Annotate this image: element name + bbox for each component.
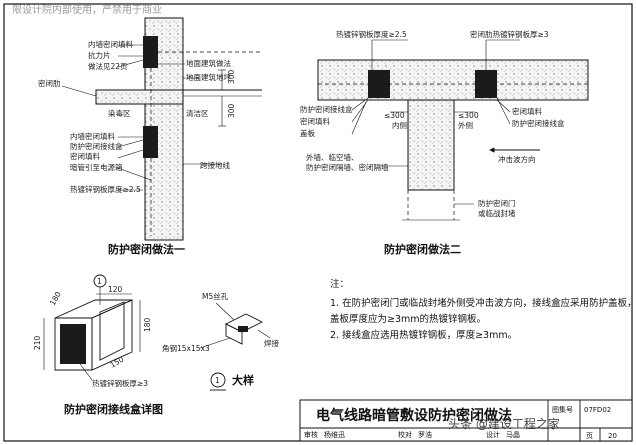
protective-box-upper xyxy=(143,36,158,68)
label-seal-plate: 内墙密闭填料 xyxy=(88,39,133,49)
drawing-title: 电气线路暗管敷设防护密闭做法 xyxy=(316,407,512,424)
caption-detail: 大样 xyxy=(232,373,254,387)
detail-4: M5丝孔 角钢15x15x3 焊接 1 大样 xyxy=(162,291,279,391)
label-anchor: 抗力片 xyxy=(88,50,111,60)
label-plate-note: 热镀锌钢板厚≥3 xyxy=(92,378,148,388)
label-sealing-steel: 密闭肋热镀锌钢板厚≥3 xyxy=(470,29,549,39)
label-floor-finish: 地面建筑做法 xyxy=(186,58,231,68)
label-floor-layer: 地面建筑地坪 xyxy=(186,72,231,82)
box-left-2 xyxy=(368,70,390,98)
label-weld: 焊接 xyxy=(264,338,279,348)
row-name-review: 杨维迅 xyxy=(324,430,345,439)
title-block: 电气线路暗管敷设防护密闭做法 图集号 07FD02 审核 杨维迅 校对 罗浩 设… xyxy=(299,399,633,442)
atlas-label: 图集号 xyxy=(552,405,573,414)
caption-method-2: 防护密闭做法二 xyxy=(384,242,461,256)
label-shock-direction: 冲击波方向 xyxy=(498,154,536,164)
dim-300-upper: 300 xyxy=(227,69,236,84)
label-angle: 角钢15x15x3 xyxy=(162,343,210,353)
dim-left-2: ≤300 xyxy=(384,111,405,120)
page-number: 20 xyxy=(608,432,617,440)
atlas-number: 07FD02 xyxy=(584,406,611,414)
label-steel-top-left: 热镀锌钢板厚度≥2.5 xyxy=(336,29,407,39)
row-name-check: 罗浩 xyxy=(418,430,432,439)
detail-3: 1 120 180 210 180 150 热镀锌钢板厚≥3 防护密闭接线盒详图 xyxy=(33,274,163,416)
detail-1: 300 300 内墙密闭填料 抗力片 做法见22页 密闭肋 地面建筑做法 地面建… xyxy=(38,17,262,256)
row-name-design: 马晶 xyxy=(506,431,520,439)
ceiling-slab-2 xyxy=(317,59,589,101)
protective-box-lower xyxy=(143,126,158,158)
box-plate xyxy=(60,324,86,364)
dim-120: 120 xyxy=(108,285,123,294)
label-sealing-rib: 密闭肋 xyxy=(38,78,61,88)
page-label: 页 xyxy=(586,432,593,440)
notes-heading: 注： xyxy=(330,278,349,290)
caption-method-1: 防护密闭做法一 xyxy=(108,242,185,256)
floor-slab-1 xyxy=(95,89,184,105)
row-label-design: 设计 xyxy=(486,430,500,439)
dim-210: 210 xyxy=(33,335,42,350)
watermark-bottom: 头条 @建设工程之家 xyxy=(448,416,560,431)
label-outer-side: 外侧 xyxy=(458,120,473,130)
note-line-1: 1. 在防护密闭门或临战封堵外侧受冲击波方向，接线盒应采用防护盖板， xyxy=(330,297,636,309)
label-seal-fill-right: 密闭填料 xyxy=(512,106,542,116)
label-wall-notes-1: 外墙、临空墙、 xyxy=(306,152,359,162)
label-door-1: 防护密闭门 xyxy=(478,198,516,208)
label-contaminated: 染毒区 xyxy=(108,108,131,118)
label-wall-notes-2: 防护密闭隔墙、密闭隔墙 xyxy=(306,162,389,172)
row-label-check: 校对 xyxy=(398,430,412,439)
watermark-top: 限设计院内部使用，严禁用于商业 xyxy=(12,3,162,16)
label-pipe-spec: 做法见22页 xyxy=(88,61,128,71)
note-line-2: 盖板厚度应为≥3mm的热镀锌钢板。 xyxy=(330,313,486,325)
label-sealant: 密闭填料 xyxy=(70,151,100,161)
wall-2 xyxy=(407,99,455,191)
caption-junction-box: 防护密闭接线盒详图 xyxy=(64,402,163,416)
label-protective-box: 防护密闭接线盒 xyxy=(70,141,123,151)
callout-circle-4 xyxy=(210,372,226,388)
dim-180-right: 180 xyxy=(143,317,152,332)
detail-2: ≤300 ≤300 内侧 外侧 热镀锌钢板厚度≥2.5 密闭肋热镀锌钢板厚≥3 … xyxy=(300,29,589,256)
label-right-box: 防护密闭接线盒 xyxy=(512,118,565,128)
label-inner-seal: 内墙密闭填料 xyxy=(70,131,115,141)
notes: 注： 1. 在防护密闭门或临战封堵外侧受冲击波方向，接线盒应采用防护盖板， 盖板… xyxy=(330,278,636,341)
callout-num-4: 1 xyxy=(215,376,220,385)
dim-right-2: ≤300 xyxy=(458,111,479,120)
label-steel-plate: 热镀锌钢板厚度≥2.5 xyxy=(70,184,141,194)
row-label-review: 审核 xyxy=(304,430,318,439)
label-protective-box-2: 防护密闭接线盒 xyxy=(300,104,353,114)
callout-num-3: 1 xyxy=(97,277,102,286)
label-clean: 清洁区 xyxy=(186,108,209,118)
dim-300-lower: 300 xyxy=(227,103,236,118)
label-seal-fill-left: 密闭填料 xyxy=(300,116,330,126)
label-cover: 盖板 xyxy=(300,128,315,138)
label-door-2: 或临战封堵 xyxy=(478,208,516,218)
label-conduit-pull: 暗管引至电源箱 xyxy=(70,162,123,172)
label-crossing-ground: 跨接地线 xyxy=(200,160,230,170)
note-line-3: 2. 接线盒应选用热镀锌钢板，厚度≥3mm。 xyxy=(330,329,517,341)
label-inner-side: 内侧 xyxy=(392,120,407,130)
label-bolt: M5丝孔 xyxy=(202,291,229,301)
